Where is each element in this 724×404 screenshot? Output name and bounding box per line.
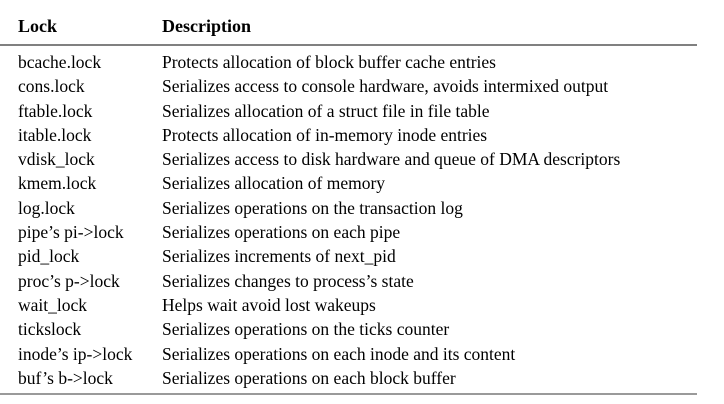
lock-cell: inode’s ip->lock — [18, 343, 133, 364]
table-row: kmem.lock Serializes allocation of memor… — [0, 171, 724, 195]
lock-cell: ftable.lock — [18, 100, 93, 121]
description-cell: Protects allocation of block buffer cach… — [162, 52, 496, 72]
description-column-header: Description — [162, 16, 251, 36]
description-cell: Serializes access to disk hardware and q… — [162, 149, 621, 170]
header-rule — [0, 44, 697, 46]
table-row: buf’s b->lock Serializes operations on e… — [0, 366, 724, 390]
lock-cell: itable.lock — [18, 124, 92, 145]
lock-cell: buf’s b->lock — [18, 367, 113, 388]
lock-cell: kmem.lock — [18, 173, 97, 194]
description-cell: Serializes operations on each block buff… — [162, 367, 456, 388]
table-row: itable.lock Protects allocation of in-me… — [0, 123, 724, 147]
table-row: inode’s ip->lock Serializes operations o… — [0, 342, 724, 366]
table-header-row: Lock Description — [0, 14, 724, 38]
table-row: pid_lock Serializes increments of next_p… — [0, 244, 724, 268]
table-body: bcache.lock Protects allocation of block… — [0, 50, 724, 390]
description-cell: Serializes operations on the ticks count… — [162, 319, 450, 340]
description-cell: Serializes operations on the transaction… — [162, 197, 463, 218]
table-row: cons.lock Serializes access to console h… — [0, 74, 724, 98]
description-cell: Serializes allocation of a struct file i… — [162, 100, 490, 121]
table-row: log.lock Serializes operations on the tr… — [0, 196, 724, 220]
lock-cell: pid_lock — [18, 246, 80, 267]
lock-cell: vdisk_lock — [18, 149, 95, 170]
lock-cell: pipe’s pi->lock — [18, 222, 124, 243]
table-row: wait_lock Helps wait avoid lost wakeups — [0, 293, 724, 317]
locks-table: Lock Description bcache.lock Protects al… — [0, 14, 724, 395]
table-row: ftable.lock Serializes allocation of a s… — [0, 99, 724, 123]
description-cell: Serializes operations on each pipe — [162, 222, 401, 243]
lock-column-header: Lock — [18, 16, 58, 36]
description-cell: Serializes access to console hardware, a… — [162, 76, 609, 97]
description-cell: Helps wait avoid lost wakeups — [162, 294, 376, 315]
description-cell: Serializes allocation of memory — [162, 173, 386, 194]
lock-cell: proc’s p->lock — [18, 270, 120, 291]
bottom-rule — [0, 393, 697, 395]
description-cell: Serializes operations on each inode and … — [162, 343, 516, 364]
table-row: proc’s p->lock Serializes changes to pro… — [0, 269, 724, 293]
description-cell: Serializes changes to process’s state — [162, 270, 414, 291]
description-cell: Protects allocation of in-memory inode e… — [162, 124, 488, 145]
lock-cell: bcache.lock — [18, 52, 102, 72]
lock-cell: wait_lock — [18, 294, 88, 315]
table-row: tickslock Serializes operations on the t… — [0, 317, 724, 341]
table-row: bcache.lock Protects allocation of block… — [0, 50, 724, 74]
lock-cell: cons.lock — [18, 76, 85, 97]
description-cell: Serializes increments of next_pid — [162, 246, 396, 267]
table-row: pipe’s pi->lock Serializes operations on… — [0, 220, 724, 244]
lock-cell: tickslock — [18, 319, 82, 340]
lock-cell: log.lock — [18, 197, 75, 218]
table-row: vdisk_lock Serializes access to disk har… — [0, 147, 724, 171]
